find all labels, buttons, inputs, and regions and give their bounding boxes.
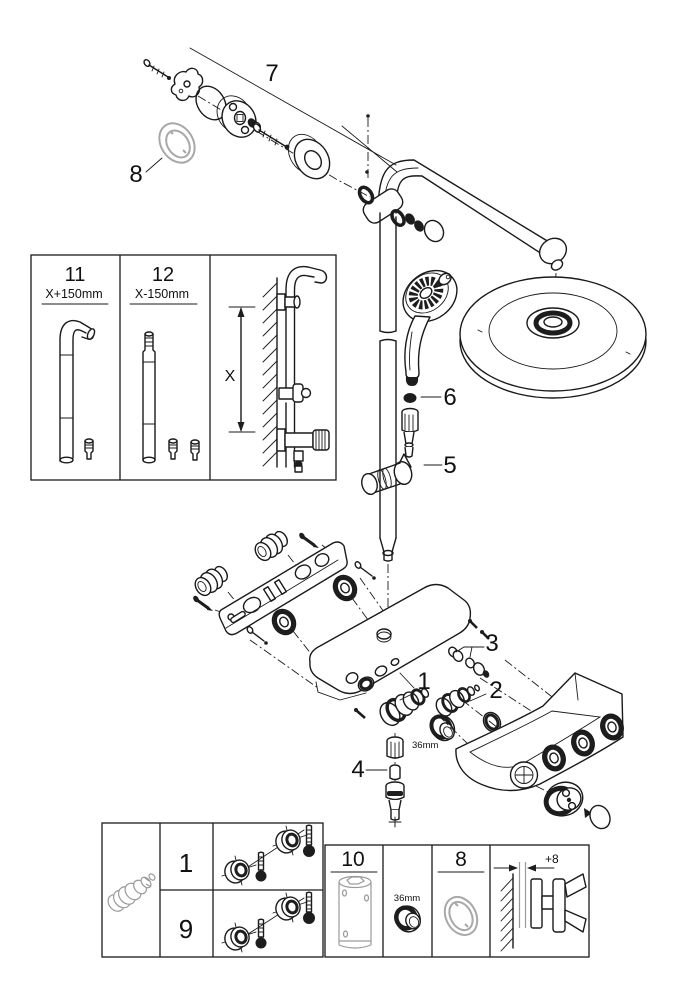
ring-nut-part2 [482,711,502,733]
glide-holder-part5 [361,453,413,496]
nut-36mm-bottom [394,905,421,933]
escutcheon-rosette [287,133,331,180]
knob-icon-r9b [272,892,308,923]
knob-icon-r1b [272,825,308,856]
control-cover-assembly [455,659,624,830]
callout-2-label: 2 [489,677,502,704]
plate-screw-1 [299,532,319,548]
adapter-part4 [385,736,405,828]
inset-11-number: 11 [65,264,86,286]
callout-3-label: 3 [485,630,498,657]
union-nut-a [254,530,289,562]
o-ring [195,85,227,121]
plate-screw-2 [354,561,376,580]
length-variants-inset-box: 11 X+150mm 12 X-150mm [30,254,337,481]
knob-icon-r9a [221,922,257,953]
mounting-plate-strip [218,541,348,636]
rosette-wheel-c [332,574,358,602]
handle-cap-oval [589,804,611,830]
mounting-screw-small [143,58,171,80]
row1-knob-thermo-icons [221,824,315,886]
pipe-connector-b [168,438,178,460]
thermometer-icon-r9b [303,891,315,924]
table-row-1-number: 1 [179,848,193,878]
cover-escutcheon-hole [509,761,539,789]
wall-measure-diagram: X [225,265,330,473]
thermometer-icon-r9a [255,918,267,949]
union-cross-handle [530,873,587,933]
callout-6-label: 6 [443,384,456,411]
callout-4-label: 4 [351,756,364,783]
valve-shelf-plate [309,583,490,719]
inset-11-dimension: X+150mm [45,287,102,301]
control-handle-knob [543,781,584,817]
bent-rail-pipe [59,319,96,464]
shelf-screw-b [480,630,490,640]
seal-ring-thumbnail [443,895,479,937]
union-cap [423,219,445,243]
under-shelf-wheel [357,676,375,692]
knurled-knob-inset [312,429,330,451]
seal-ring-part8 [158,122,196,164]
table-row-9-number: 9 [179,914,193,944]
straight-rail-pipe [142,331,156,464]
thermostat-valve-exploded: 3 1 2 [193,530,503,828]
flange-screw-long [252,123,290,150]
union-seal-2 [414,220,424,232]
inset-12-dimension: X-150mm [135,287,189,301]
cartridge-part1 [379,672,430,727]
under-shelf-screw [354,708,366,719]
valve-flange [216,95,262,138]
hand-shower [402,269,458,386]
pipe-connector-c [190,439,200,461]
mounting-bracket-plate [170,67,204,102]
row9-knob-thermo-icons [221,891,315,953]
riser-wall-union [357,185,406,227]
pipe-connector-a [84,438,94,460]
wall-union-exploded-assembly: 8 7 [129,47,398,198]
wall-hatching [262,282,278,467]
cover-knob-3 [600,713,624,741]
head-shower [459,276,647,399]
thermometer-icon-r1a [255,851,267,882]
wall-hatching-bottom [500,877,514,952]
nut-36mm-main [429,714,456,742]
thermometer-icon-r1b [303,824,315,857]
dimension-x-label: X [225,368,236,385]
union-seal-1 [405,213,415,225]
cover-trough [455,672,624,792]
hand-shower-inlet [405,377,419,386]
callout-8-label: 8 [129,161,142,188]
rosette-wheel-d [271,608,297,636]
hose-seal-part6 [401,393,442,458]
cover-knob-1 [542,744,566,772]
outlet-valve-part3 [448,646,490,678]
handle-arrow [584,808,592,818]
callout-1-label: 1 [417,668,430,695]
union-nut-b [194,565,229,597]
table-10-number: 10 [341,848,364,871]
nut-size-label-main: 36mm [412,740,438,751]
cover-knob-2 [571,729,595,757]
nut-size-label-bottom: 36mm [394,893,420,904]
dimension-x-arrow [228,306,256,433]
cartridge-part2 [435,684,487,717]
riser-rail [379,212,397,562]
plate-screw-4 [246,626,268,645]
wall-offset-diagram: +8 [493,852,587,952]
callout-7-label: 7 [265,60,278,87]
bottom-parts-table: 1 9 [101,822,590,958]
plate-screw-3 [193,595,213,611]
cartridge-thumbnail [107,873,156,912]
shower-column: 6 5 [357,159,647,622]
knob-icon-r1a [221,855,257,886]
wall-offset-label: +8 [545,852,559,866]
table-8-number: 8 [455,848,467,871]
shower-arm-end [538,237,568,271]
inset-12-number: 12 [152,264,174,286]
shelf-screw-a [468,619,478,629]
extension-sleeve [338,875,372,949]
callout-5-label: 5 [443,452,456,479]
